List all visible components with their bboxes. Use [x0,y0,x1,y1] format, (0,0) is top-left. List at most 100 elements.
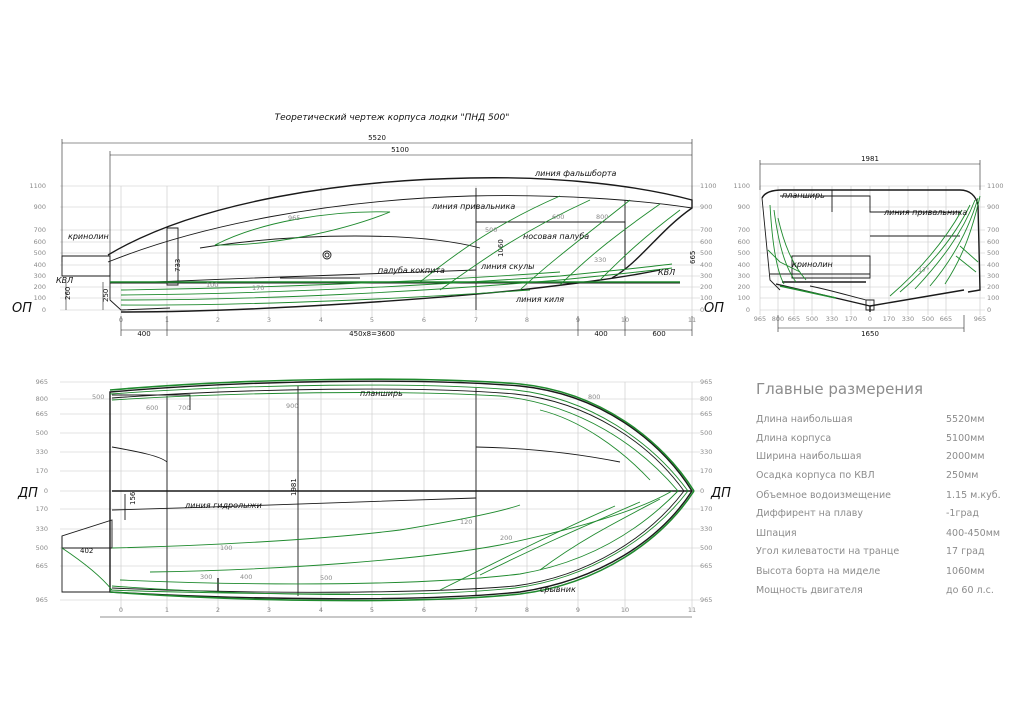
axis-tick: 100 [738,294,750,302]
side-hull [61,177,693,313]
axis-tick: 170 [36,467,48,475]
body-right-axis: 1100 900 700 600 500 400 300 200 100 0 [987,182,1004,314]
axis-tick: 600 [700,238,712,246]
dim-402: 402 [80,547,93,555]
axis-tick: 500 [700,249,712,257]
axis-tick: 665 [700,562,712,570]
dim-hull-length: 5100 [391,146,409,154]
station-tick: 2 [216,606,220,614]
dim-665: 665 [689,251,697,264]
station-tick: 8 [525,606,529,614]
station-tick: 5 [370,316,374,324]
buttock-tag: 400 [240,573,252,581]
axis-tick: 965 [700,596,712,604]
waterline-tag: 330 [594,256,606,264]
dim-overall-length: 5520 [368,134,386,142]
axis-tick: 400 [738,261,750,269]
station-tick: 9 [576,606,580,614]
spec-value: 17 град [946,546,985,557]
label-dp-right: ДП [710,486,731,501]
station-tick: 4 [319,316,323,324]
buttock-tag: 500 [320,574,332,582]
axis-tick: 500 [36,429,48,437]
station-tick: 7 [474,606,478,614]
waterline-tag: 800 [596,213,608,221]
axis-tick: 330 [36,448,48,456]
body-green-sections [767,195,981,299]
axis-tick: 100 [700,294,712,302]
station-tick: 2 [216,316,220,324]
station-tick: 6 [422,316,426,324]
station-tick: 7 [474,316,478,324]
axis-tick: 665 [700,410,712,418]
buttock-tag: 200 [500,534,512,542]
axis-tick: 965 [36,596,48,604]
half-breadth-tick: 500 [806,315,818,323]
axis-tick: 500 [700,544,712,552]
axis-tick: 1100 [29,182,46,190]
station-tick: 11 [688,606,696,614]
side-view: 1100 900 700 600 500 400 300 200 100 0 1… [12,134,724,338]
label-krinolin: кринолин [68,232,109,241]
label-dp-left: ДП [17,486,38,501]
half-breadth-tick: 170 [845,315,857,323]
half-breadth-tick: 500 [922,315,934,323]
waterline-tag: 600 [552,213,564,221]
axis-tick: 965 [36,378,48,386]
dim-fwd-spacing-b: 600 [652,330,665,338]
axis-tick: 500 [34,249,46,257]
half-breadth-tick: 665 [940,315,952,323]
spec-row: Шпация 400-450мм [756,528,1000,542]
spec-row: Диффирент на плаву -1град [756,508,996,522]
spec-value: 1060мм [946,566,985,577]
specs-heading: Главные размерения [756,380,923,398]
axis-tick: 500 [700,429,712,437]
label-planshir: планширь [360,389,403,398]
spec-name: Длина корпуса [756,433,832,444]
waterline-tag: 500 [485,226,497,234]
side-green-lines [110,195,681,306]
axis-tick: 665 [36,410,48,418]
side-station-ticks: 0 1 2 3 4 5 6 7 8 9 10 11 [119,316,696,324]
body-plan: 1100 900 700 600 500 400 300 200 100 0 1… [733,155,1003,338]
axis-tick: 800 [700,395,712,403]
station-tick: 8 [525,316,529,324]
axis-tick: 1100 [987,182,1004,190]
side-dimensions: 5520 5100 400 450х8=3600 400 600 260 250… [61,134,697,338]
station-tick: 10 [621,606,629,614]
half-breadth-tick: 330 [902,315,914,323]
body-bottom-ticks: 965 800 665 500 330 170 0 170 330 500 66… [754,315,986,323]
body-grid [759,185,985,315]
spec-value: 2000мм [946,451,985,462]
dim-260: 260 [64,287,72,300]
spec-row: Ширина наибольшая 2000мм [756,451,996,465]
half-breadth-tick: 0 [868,315,872,323]
axis-tick: 200 [700,283,712,291]
label-krinolin: кринолин [792,260,833,269]
axis-tick: 0 [700,306,704,314]
spec-row: Угол килеватости на транце 17 град [756,546,996,560]
station-tick: 4 [319,606,323,614]
waterline-tag: 170 [252,284,264,292]
axis-tick: 900 [738,203,750,211]
axis-tick: 330 [700,448,712,456]
spec-row: Длина наибольшая 5520мм [756,414,996,428]
axis-tick: 700 [34,226,46,234]
dim-1981: 1981 [290,478,298,496]
spec-value: 5100мм [946,433,985,444]
axis-tick: 100 [34,294,46,302]
axis-tick: 1100 [733,182,750,190]
axis-tick: 170 [700,467,712,475]
spec-name: Шпация [756,528,797,539]
axis-tick: 400 [987,261,999,269]
spec-name: Диффирент на плаву [756,508,864,519]
spec-name: Объемное водоизмещение [756,490,891,501]
axis-tick: 170 [700,505,712,513]
dim-stations: 450х8=3600 [349,330,395,338]
station-tick: 1 [165,606,169,614]
dim-250: 250 [102,289,110,302]
axis-tick: 1100 [700,182,717,190]
side-right-axis: 1100 900 700 600 500 400 300 200 100 0 [700,182,717,314]
spec-name: Длина наибольшая [756,414,853,425]
station-tick: 0 [119,606,123,614]
